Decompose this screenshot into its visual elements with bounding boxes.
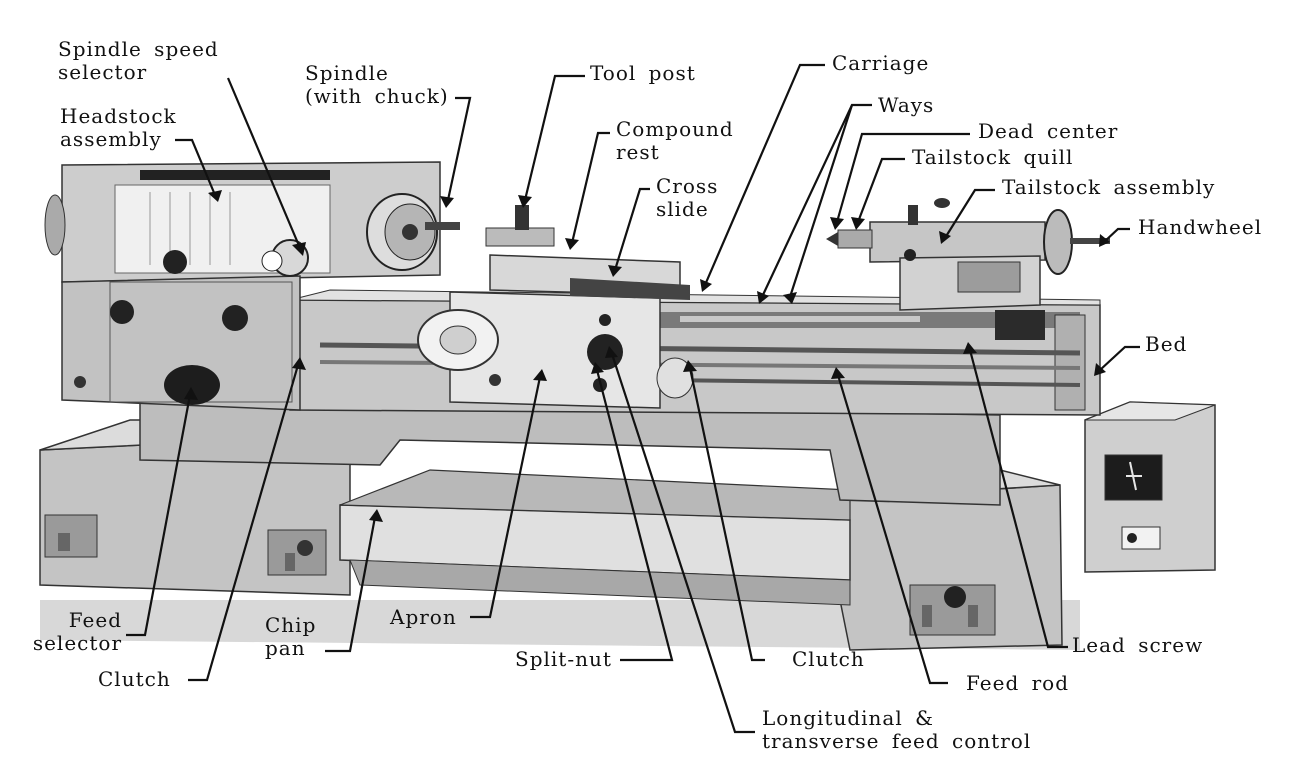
headstock-shape [44, 161, 441, 411]
label-ways: Ways [878, 93, 935, 117]
label-carriage: Carriage [832, 51, 930, 75]
label-apron: Apron [390, 605, 457, 629]
label-clutch-right: Clutch [792, 647, 865, 671]
electrical-box [1084, 401, 1216, 573]
chip-pan-shape [339, 469, 851, 606]
floor-shadow [40, 600, 1080, 650]
label-longitudinal-feed-control: Longitudinal &transverse feed control [762, 706, 1032, 753]
label-clutch-left: Clutch [98, 667, 171, 691]
label-bed: Bed [1145, 332, 1188, 356]
label-tailstock-assembly: Tailstock assembly [1002, 175, 1216, 199]
arrow-heads [184, 190, 1110, 522]
label-tailstock-quill: Tailstock quill [912, 145, 1074, 169]
label-dead-center: Dead center [978, 119, 1119, 143]
bed-support [139, 399, 1001, 506]
label-handwheel: Handwheel [1138, 215, 1263, 239]
tailstock-shape [826, 198, 1110, 311]
leader-lines [126, 63, 1140, 734]
label-lead-screw: Lead screw [1072, 633, 1204, 657]
chuck-shape [366, 193, 460, 271]
label-feed-rod: Feed rod [966, 671, 1070, 695]
label-tool-post: Tool post [590, 61, 696, 85]
carriage-shape [417, 205, 694, 409]
label-split-nut: Split-nut [515, 647, 612, 671]
label-spindle: Spindle(with chuck) [305, 61, 449, 108]
